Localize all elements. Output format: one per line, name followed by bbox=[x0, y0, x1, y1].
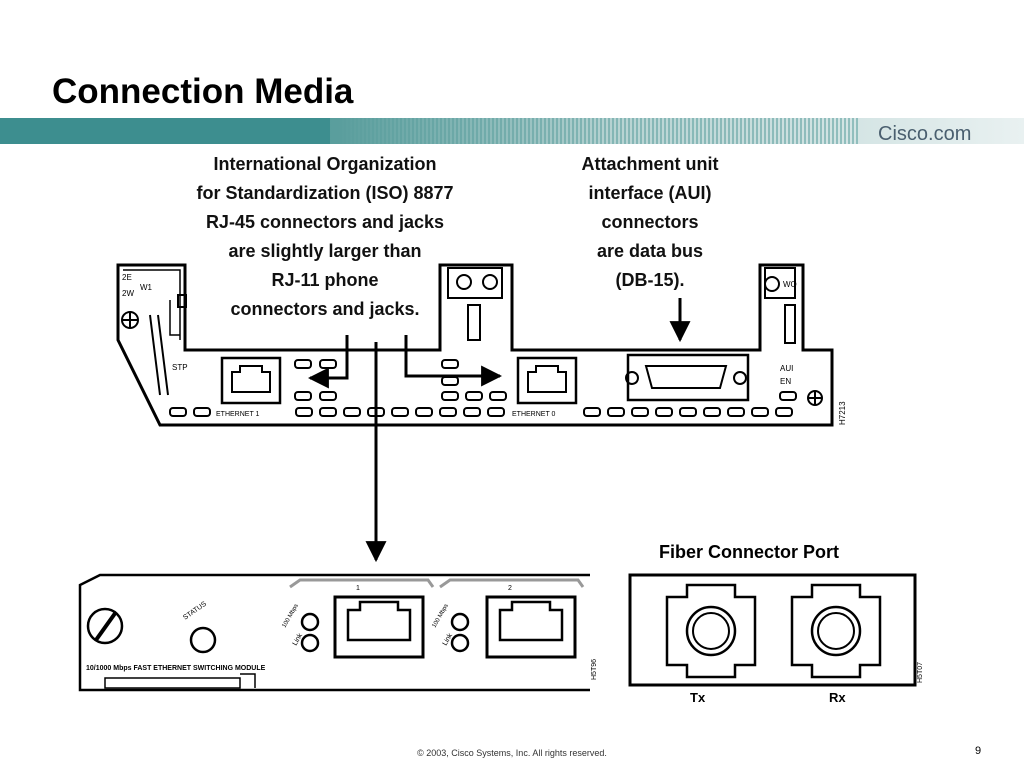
callout-line: for Standardization (ISO) 8877 bbox=[196, 183, 454, 203]
label-ethernet-1: ETHERNET 1 bbox=[216, 411, 260, 418]
fiber-title: Fiber Connector Port bbox=[659, 542, 839, 562]
rj45-jack-eth1 bbox=[220, 356, 282, 405]
label-2e: 2E bbox=[122, 273, 132, 282]
label-stp: STP bbox=[172, 363, 188, 372]
link-led-icon bbox=[300, 633, 320, 653]
rx-connector-icon bbox=[790, 583, 882, 679]
rj45-jack-eth0 bbox=[516, 356, 578, 405]
db15-connector-icon bbox=[644, 365, 728, 389]
callout-line: connectors bbox=[601, 212, 699, 232]
callout-line: are slightly larger than bbox=[228, 241, 422, 261]
router-hardware bbox=[121, 274, 823, 417]
screw-hole-icon bbox=[764, 276, 780, 292]
label-port-1: 1 bbox=[356, 585, 360, 592]
label-2w: 2W bbox=[122, 289, 134, 298]
arrow-to-eth0 bbox=[404, 335, 503, 387]
speed-led-icon bbox=[450, 612, 470, 632]
fiber-port bbox=[628, 573, 917, 687]
arrows bbox=[307, 298, 691, 563]
vent-row bbox=[295, 407, 793, 417]
header-banner bbox=[0, 118, 1024, 144]
speed-led-icon bbox=[300, 612, 320, 632]
aui-callout: Attachment unit interface (AUI) connecto… bbox=[560, 150, 740, 295]
label-wo: WO bbox=[783, 280, 797, 289]
tx-connector-icon bbox=[665, 583, 757, 679]
arrow-to-eth1 bbox=[307, 335, 349, 389]
callout-line: interface (AUI) bbox=[588, 183, 712, 203]
screw-icon bbox=[807, 390, 823, 406]
page-number: 9 bbox=[975, 745, 982, 757]
label-port-2: 2 bbox=[508, 585, 512, 592]
cisco-logo: Cisco.com bbox=[878, 123, 972, 145]
label-aui: AUI bbox=[780, 364, 793, 373]
iso-callout: International Organization for Standardi… bbox=[160, 150, 490, 324]
fiber-code: H5T07 bbox=[917, 662, 924, 683]
screw-hole-icon bbox=[733, 371, 747, 385]
router-code: H7213 bbox=[838, 401, 847, 425]
callout-line: International Organization bbox=[213, 154, 437, 174]
callout-line: RJ-45 connectors and jacks bbox=[205, 212, 445, 232]
callout-line: are data bus bbox=[596, 241, 704, 261]
rj45-port-2 bbox=[485, 595, 577, 659]
label-en: EN bbox=[780, 377, 791, 386]
module-code: H5T96 bbox=[591, 659, 598, 680]
label-w1: W1 bbox=[140, 283, 153, 292]
label-rx: Rx bbox=[829, 690, 846, 705]
label-ethernet-0: ETHERNET 0 bbox=[512, 411, 556, 418]
screw-icon bbox=[121, 311, 139, 329]
rj45-port-1 bbox=[333, 595, 425, 659]
module-name: 10/1000 Mbps FAST ETHERNET SWITCHING MOD… bbox=[86, 665, 266, 672]
label-tx: Tx bbox=[690, 690, 706, 705]
callout-line: connectors and jacks. bbox=[230, 299, 420, 319]
screw-hole-icon bbox=[625, 371, 639, 385]
callout-line: (DB-15). bbox=[615, 270, 685, 290]
screw-hole-icon bbox=[482, 274, 498, 290]
router-labels: 2E 2W W1 STP ETHERNET 1 ETHERNET 0 AUI E… bbox=[122, 273, 847, 425]
link-led-icon bbox=[450, 633, 470, 653]
callout-line: RJ-11 phone bbox=[271, 270, 379, 290]
switching-module bbox=[78, 573, 590, 692]
screw-hole-icon bbox=[456, 274, 472, 290]
copyright-footer: © 2003, Cisco Systems, Inc. All rights r… bbox=[417, 748, 607, 758]
status-led-icon bbox=[189, 626, 217, 654]
slide-title: Connection Media bbox=[52, 72, 354, 111]
thumbscrew-icon bbox=[86, 607, 124, 645]
callout-line: Attachment unit bbox=[581, 154, 719, 174]
